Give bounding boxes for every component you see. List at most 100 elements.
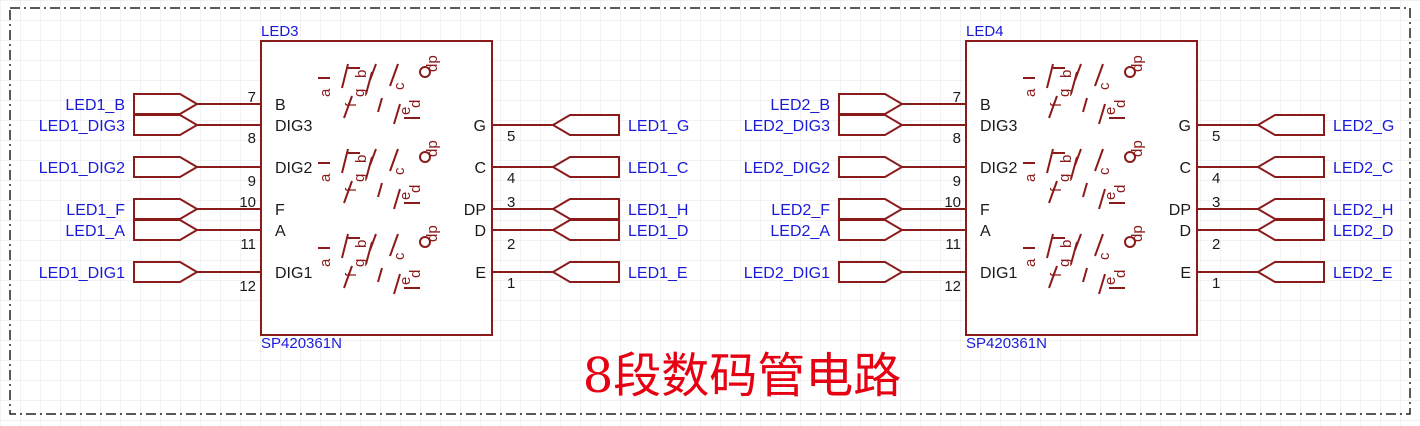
net-label: LED1_B [65, 97, 125, 114]
net-label: LED1_E [628, 265, 688, 282]
segment-e-label: e [397, 277, 414, 285]
component-body [260, 40, 493, 336]
pin-name: F [275, 202, 285, 219]
net-port-shape [133, 93, 199, 115]
segment-bar [1082, 182, 1088, 198]
segment-a-label: a [1022, 88, 1039, 97]
net-port-shape [551, 261, 620, 283]
pin-name: DIG3 [980, 118, 1017, 135]
segment-a-label: a [317, 173, 334, 182]
net-label: LED2_C [1333, 160, 1393, 177]
pin-name: B [980, 97, 991, 114]
pin-name: E [1180, 265, 1191, 282]
segment-bar [1046, 63, 1054, 89]
pin-name: DP [464, 202, 486, 219]
net-label: LED1_H [628, 202, 688, 219]
right-pin-4[interactable]: LED1_C4C [474, 156, 688, 187]
pin-number: 1 [507, 275, 515, 292]
net-label: LED2_A [770, 223, 830, 240]
component-part-number: SP420361N [966, 335, 1047, 352]
right-pin-5[interactable]: LED2_G5G [1179, 114, 1395, 145]
right-pin-1[interactable]: LED2_E1E [1180, 261, 1393, 292]
net-port-shape [838, 156, 904, 178]
segment-d-label: d [1112, 185, 1129, 193]
right-pin-1[interactable]: LED1_E 1 E [475, 261, 688, 292]
pin-name: DIG1 [980, 265, 1017, 282]
pin-name: C [1179, 160, 1191, 177]
segment-f-label: f [343, 102, 360, 107]
pin-name: F [980, 202, 990, 219]
pin-name: G [1179, 118, 1191, 135]
segment-bar [1048, 180, 1058, 204]
net-label: LED2_B [770, 97, 830, 114]
segment-d-label: d [407, 270, 424, 278]
net-port-shape [133, 198, 199, 220]
right-pin-2[interactable]: LED2_D2D [1179, 219, 1393, 253]
pin-name: A [275, 223, 286, 240]
right-pin-4[interactable]: LED2_C 4 C [1179, 156, 1393, 187]
segment-e-label: e [1102, 192, 1119, 200]
decimal-point [1124, 151, 1136, 163]
component-body [965, 40, 1198, 336]
segment-d-label: d [1112, 270, 1129, 278]
pin-number: 10 [944, 194, 961, 211]
segment-b-label: b [353, 240, 370, 248]
net-label: LED1_F [66, 202, 125, 219]
segment-bar [393, 188, 401, 210]
segment-bar [389, 63, 399, 87]
decimal-point [419, 151, 431, 163]
decimal-point [1124, 66, 1136, 78]
pin-number: 8 [248, 130, 256, 147]
segment-bar [393, 103, 401, 125]
right-pin-2[interactable]: LED1_D2D [474, 219, 688, 253]
net-port-shape [133, 219, 199, 241]
net-port-shape [1256, 219, 1325, 241]
net-port-shape [838, 261, 904, 283]
decimal-point [419, 236, 431, 248]
segment-b-label: b [353, 155, 370, 163]
segment-f-label: f [343, 272, 360, 277]
pin-name: D [474, 223, 486, 240]
segment-g-label: g [351, 259, 368, 267]
pin-number: 9 [953, 173, 961, 190]
pin-name: DIG2 [275, 160, 312, 177]
net-port-shape [838, 114, 904, 136]
segment-b-label: b [1058, 70, 1075, 78]
segment-g-label: g [351, 89, 368, 97]
pin-number: 8 [953, 130, 961, 147]
sheet-frame [9, 7, 1411, 415]
segment-b-label: b [1058, 155, 1075, 163]
net-port-shape [1256, 156, 1325, 178]
pin-number: 12 [944, 278, 961, 295]
segment-b-label: b [1058, 240, 1075, 248]
pin-number: 4 [1212, 170, 1220, 187]
pin-name: E [475, 265, 486, 282]
net-label: LED1_G [628, 118, 689, 135]
segment-bar [1082, 267, 1088, 283]
component-designator: LED4 [966, 23, 1004, 40]
segment-e-label: e [1102, 277, 1119, 285]
right-pin-5[interactable]: LED1_G5G [474, 114, 690, 145]
net-port-shape [838, 219, 904, 241]
component-designator: LED3 [261, 23, 299, 40]
